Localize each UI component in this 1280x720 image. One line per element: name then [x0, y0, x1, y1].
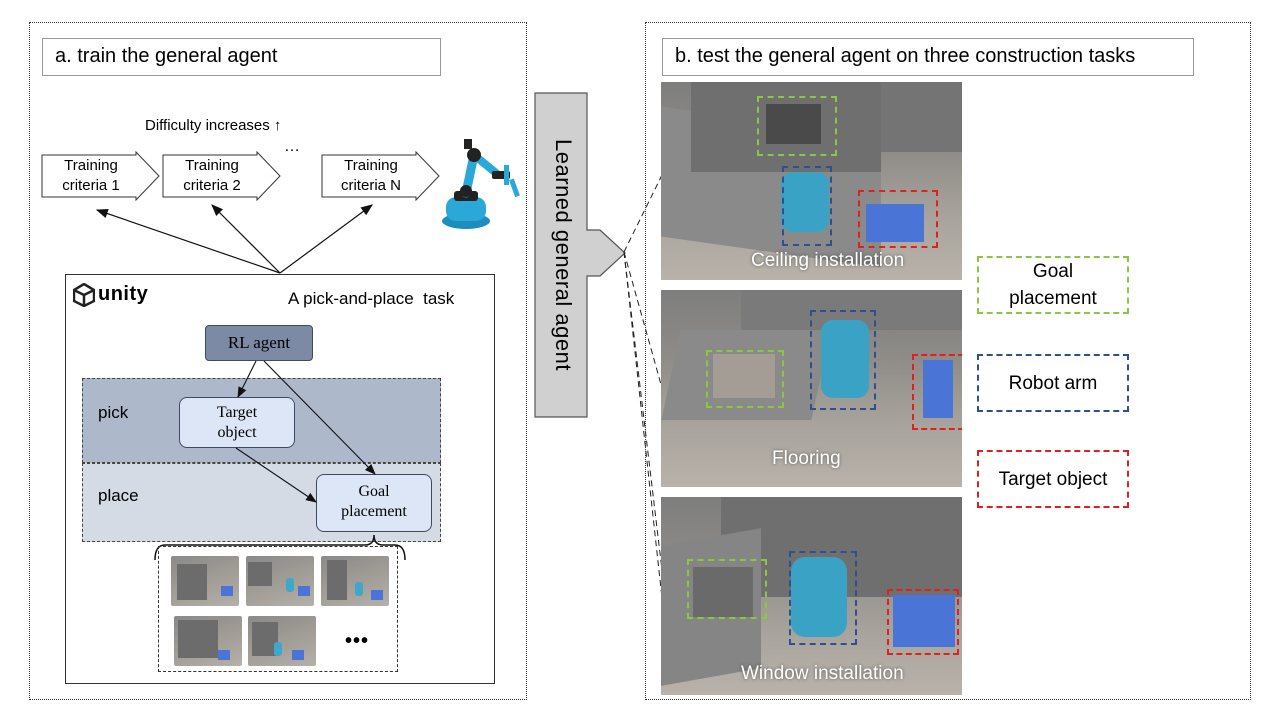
goal-placement-label: Goal placement	[341, 483, 407, 520]
goal-placement-box	[706, 350, 784, 408]
env-thumbnail	[321, 556, 389, 606]
learned-agent-arrow	[534, 92, 626, 418]
environment-thumbnails	[158, 546, 398, 672]
target-object-box	[887, 589, 959, 655]
unity-logo-text: unity	[98, 283, 149, 305]
target-object-node: Target object	[179, 397, 295, 448]
env-thumbnail	[174, 616, 242, 666]
scene-window-installation: Window installation	[661, 497, 962, 695]
target-object-label: Target object	[216, 404, 258, 441]
legend-target-label: Target object	[998, 468, 1108, 490]
scene-label: Flooring	[772, 448, 841, 469]
robot-arm-box	[810, 310, 876, 410]
task-flow-arrows	[154, 360, 406, 560]
legend-target-object: Target object	[977, 450, 1129, 508]
thumbnail-ellipsis: •••	[345, 630, 370, 652]
goal-placement-box	[757, 96, 837, 156]
pick-label: pick	[98, 403, 129, 422]
robot-arm-box	[782, 166, 832, 246]
rl-agent-node: RL agent	[205, 325, 313, 361]
panel-b-title: b. test the general agent on three const…	[662, 38, 1194, 76]
difficulty-label: Difficulty increases ↑	[145, 117, 282, 134]
env-thumbnail	[171, 556, 239, 606]
legend-robot-label: Robot arm	[1008, 372, 1098, 394]
goal-placement-node: Goal placement	[316, 474, 432, 532]
panel-a-title: a. train the general agent	[42, 38, 441, 76]
scene-ceiling-installation: Ceiling installation	[661, 82, 962, 280]
goal-placement-box	[687, 559, 767, 619]
panel-a-frame	[29, 22, 527, 700]
place-label: place	[98, 486, 139, 505]
env-thumbnail	[246, 556, 314, 606]
legend-robot-arm: Robot arm	[977, 354, 1129, 412]
legend-goal-label: Goal placement	[1009, 261, 1097, 309]
unity-logo-icon	[73, 283, 95, 307]
scene-flooring: Flooring	[661, 290, 962, 487]
scene-label: Window installation	[741, 663, 904, 684]
robot-arm-box	[789, 551, 857, 645]
legend-goal-placement: Goal placement	[977, 256, 1129, 314]
criteria-connectors	[95, 204, 373, 274]
scene-label: Ceiling installation	[751, 250, 905, 271]
env-thumbnail	[248, 616, 316, 666]
target-object-box	[912, 354, 962, 430]
target-object-box	[858, 190, 938, 248]
robot-arm-icon	[442, 139, 520, 229]
task-label: A pick-and-place task	[288, 289, 455, 308]
criteria-ellipsis: …	[284, 138, 300, 155]
fan-lines	[623, 174, 663, 599]
rl-agent-label: RL agent	[227, 333, 291, 352]
panel-b-frame	[645, 22, 1251, 700]
